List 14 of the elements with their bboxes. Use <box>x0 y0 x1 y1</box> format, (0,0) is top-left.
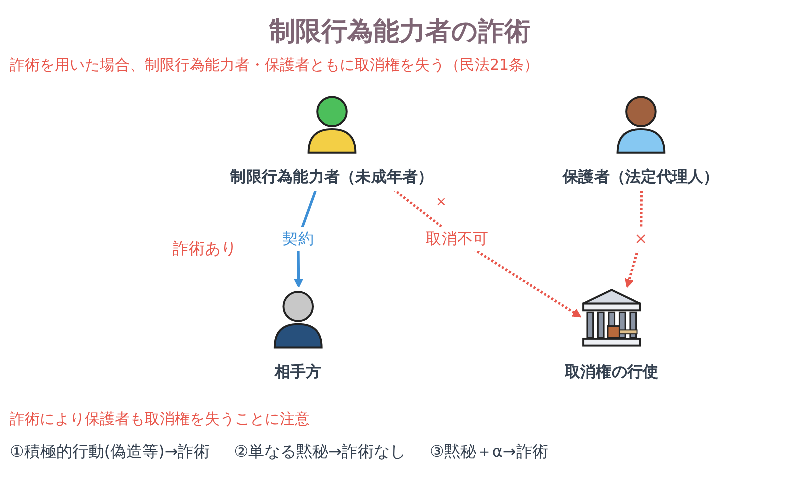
annotation-text: 詐術あり <box>173 239 237 260</box>
node-label: 相手方 <box>274 362 322 381</box>
note-text: ①積極的行動(偽造等)→詐術 <box>10 442 210 463</box>
arrow <box>625 191 644 288</box>
title: 制限行為能力者の詐術 <box>270 16 530 49</box>
subtitle-text: 詐術を用いた場合、制限行為能力者・保護者ともに取消権を失う（民法21条） <box>10 56 540 75</box>
edge-label: 契約 <box>282 229 314 248</box>
note-text: 詐術により保護者も取消権を失うことに注意 <box>10 410 310 429</box>
node-label: 取消権の行使 <box>564 362 659 381</box>
note-text: ③黙秘＋α→詐術 <box>430 442 548 463</box>
edge-label: × <box>634 229 648 248</box>
edge-label: 取消不可 <box>426 229 489 248</box>
cross-mark: × <box>436 195 447 210</box>
note-text: ②単なる黙秘→詐術なし <box>234 442 406 463</box>
